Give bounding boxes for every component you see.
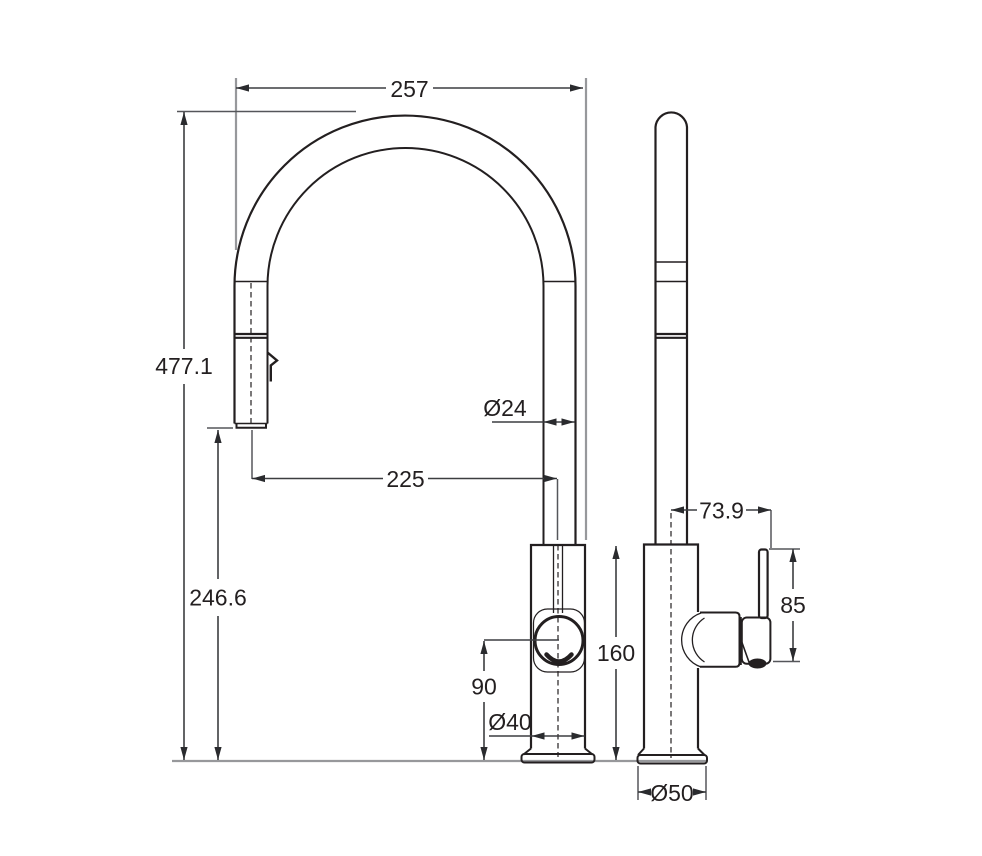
dim-handle-reach: 73.9 (671, 498, 771, 524)
dim-label-arch-width: 257 (390, 76, 428, 102)
arrow-right (571, 732, 585, 740)
arrow-left (543, 418, 557, 426)
arrow-up (480, 641, 488, 654)
arrow-up (214, 430, 222, 443)
arrow-up (180, 112, 188, 125)
arrow-left (252, 474, 265, 483)
dim-spray-outlet-height: 246.6 (189, 430, 247, 760)
arrow-left (236, 84, 249, 92)
arrow-left (531, 732, 545, 740)
arrow-down (612, 747, 620, 760)
arrow-down (180, 747, 188, 760)
dim-label-lever-height: 85 (780, 592, 806, 618)
dim-label-body-height: 160 (597, 640, 635, 666)
side-base-bevel-right (697, 747, 706, 756)
arrow-down (214, 747, 222, 760)
dim-body-diameter: Ø40 (488, 709, 585, 740)
valve-curve-outer (680, 612, 702, 668)
side-body-left-top (642, 543, 700, 749)
outlet-nub-side (748, 658, 767, 669)
arrow-left (638, 788, 651, 796)
outlet-nub-front (544, 652, 574, 664)
dim-label-spout-diameter: Ø24 (483, 395, 527, 421)
dim-label-spray-outlet-height: 246.6 (189, 585, 247, 611)
valve-block-side (700, 611, 741, 668)
spray-trigger (266, 351, 279, 382)
arrow-right (544, 474, 557, 483)
handle-seam-diagonal (741, 641, 751, 664)
dimensions: 257 477.1 246.6 Ø24 225 (155, 76, 806, 806)
spray-head-cap (235, 423, 267, 429)
dim-label-handle-reach: 73.9 (699, 498, 744, 524)
dim-label-total-height: 477.1 (155, 353, 213, 379)
arrow-left (671, 506, 684, 514)
side-view (636, 111, 772, 765)
handle-lever (757, 548, 769, 620)
dim-label-base-diameter: Ø50 (650, 780, 693, 806)
handle-body-side (740, 616, 772, 665)
dim-base-diameter: Ø50 (638, 780, 706, 806)
spout-arch-outer (233, 114, 577, 545)
arrow-up (789, 549, 797, 562)
dim-lever-height: 85 (780, 549, 806, 661)
dim-label-handle-center-height: 90 (471, 674, 497, 700)
dim-handle-center-height: 90 (471, 639, 559, 760)
arrow-up (612, 546, 620, 559)
front-view (233, 114, 596, 764)
dim-spray-reach: 225 (252, 466, 557, 492)
valve-curve-inner (691, 617, 705, 663)
arrow-right (561, 418, 575, 426)
dim-label-body-diameter: Ø40 (488, 709, 531, 735)
dim-total-height: 477.1 (155, 112, 213, 760)
spout-arch-inner (266, 147, 545, 545)
side-base-flange (636, 754, 708, 765)
dim-arch-width: 257 (236, 76, 583, 102)
extension-lines (172, 78, 800, 800)
arrow-down (789, 648, 797, 661)
dim-spout-diameter: Ø24 (483, 395, 575, 426)
dim-label-spray-reach: 225 (386, 466, 424, 492)
dim-body-height: 160 (597, 546, 635, 760)
side-spout-tube (654, 111, 689, 544)
arrow-right (693, 788, 706, 796)
arrow-right (570, 84, 583, 92)
arrow-down (480, 747, 488, 760)
side-base-bevel-left (637, 747, 645, 756)
arrow-right (758, 506, 771, 514)
